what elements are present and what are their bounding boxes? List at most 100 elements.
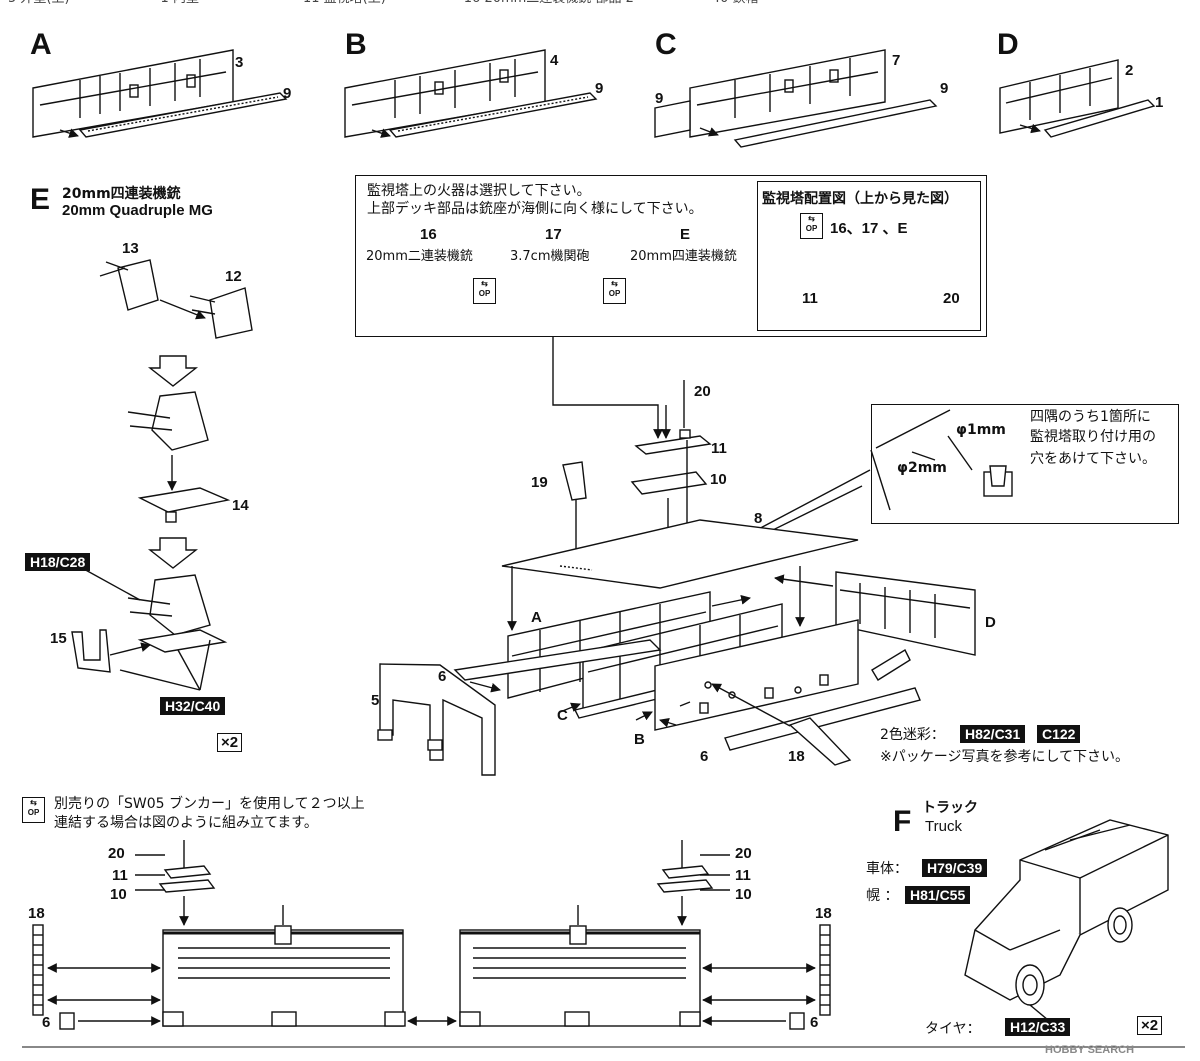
step-f-title-en: Truck	[925, 818, 962, 835]
step-e-title-en: 20mm Quadruple MG	[62, 202, 213, 219]
layout-label-11: 11	[802, 290, 818, 307]
step-a-label: A	[30, 28, 52, 61]
color-tag: H32/C40	[160, 697, 226, 715]
assembly-step-ref: B	[634, 731, 645, 748]
step-f-title-jp: トラック	[922, 800, 978, 816]
assembly-step-ref: C	[557, 707, 568, 724]
part-number: 9	[655, 90, 664, 107]
part-number: 9	[595, 80, 604, 97]
wall-b-drawing	[344, 49, 598, 138]
part-number: 18	[28, 905, 45, 922]
step-b-label: B	[345, 28, 367, 61]
part-number: 3	[235, 54, 244, 71]
bunker-link-note-line1: 別売りの「SW05 ブンカー」を使用して２つ以上	[54, 796, 365, 812]
step-d-label: D	[997, 28, 1019, 61]
op-icon-label: OP	[478, 289, 491, 298]
part-number: 9	[940, 80, 949, 97]
drill-size-2mm: φ2mm	[897, 460, 947, 476]
weapon-option-name: 20mm四連装機銃	[630, 249, 737, 264]
color-tag: H81/C55	[905, 886, 971, 904]
drill-note-line2: 監視塔取り付け用の	[1030, 429, 1156, 445]
part-number: 6	[700, 748, 709, 765]
part-number: 6	[810, 1014, 819, 1031]
op-icon: ⇆OP	[603, 278, 626, 304]
op-icon-glyph: ⇆	[481, 279, 488, 288]
part-number: 11	[735, 867, 751, 884]
drill-detail-box	[871, 404, 1179, 524]
linked-bunker-drawing	[22, 840, 1185, 1048]
drill-note-line3: 穴をあけて下さい。	[1030, 451, 1156, 467]
assembly-step-ref: A	[531, 609, 542, 626]
part-number: 18	[788, 748, 805, 765]
part-number: 20	[694, 383, 711, 400]
step-e-label: E	[30, 183, 51, 216]
part-number: 2	[1125, 62, 1134, 79]
weapon-option-number: 17	[545, 226, 562, 243]
op-icon-label: OP	[27, 808, 40, 817]
part-number: 11	[711, 440, 727, 457]
part-number: 10	[735, 886, 752, 903]
tower-parts-drawing	[562, 380, 712, 569]
wall-d-drawing	[999, 59, 1156, 138]
step-f-label: F	[893, 805, 912, 838]
tower-layout-box	[757, 181, 981, 331]
color-tag: H18/C28	[25, 553, 91, 571]
tower-layout-parts: 16、17 、E	[830, 220, 908, 237]
op-icon-glyph: ⇆	[30, 798, 37, 807]
color-tag: H79/C39	[922, 859, 988, 877]
quantity-badge: ×2	[217, 733, 243, 752]
part-number: 1	[1155, 94, 1164, 111]
part-number: 5	[371, 692, 380, 709]
part-number: 10	[710, 471, 727, 488]
part-number: 19	[531, 474, 548, 491]
part-number: 7	[892, 52, 901, 69]
truck-drawing	[964, 819, 1169, 1021]
watermark: HOBBY SEARCH	[1045, 1044, 1135, 1056]
op-icon: ⇆OP	[22, 797, 45, 823]
weapon-option-name: 20mm二連装機銃	[366, 249, 473, 264]
camo-label: 2色迷彩：	[880, 727, 945, 743]
weapon-option-name: 3.7cm機関砲	[510, 249, 590, 264]
op-icon-label: OP	[608, 289, 621, 298]
part-number: 4	[550, 52, 559, 69]
part-number: 15	[50, 630, 67, 647]
part-number: 6	[438, 668, 447, 685]
drill-note-line1: 四隅のうち1箇所に	[1030, 409, 1151, 425]
part-number: 20	[108, 845, 125, 862]
part-number: 8	[754, 510, 763, 527]
header-strip: 5 外壁(上) 1 内壁 11 監視塔(上) 16 20mm二連装機銃 部品 2…	[8, 0, 759, 8]
tower-layout-title: 監視塔配置図（上から見た図）	[762, 191, 958, 207]
part-number: 6	[42, 1014, 51, 1031]
quantity-badge: ×2	[1137, 1016, 1163, 1035]
wall-c-drawing	[654, 49, 938, 148]
drill-size-1mm: φ1mm	[956, 422, 1006, 438]
part-number: 9	[283, 85, 292, 102]
color-tag: C122	[1037, 725, 1081, 743]
part-number: 18	[815, 905, 832, 922]
op-icon-glyph: ⇆	[808, 214, 815, 223]
weapon-option-number: E	[680, 226, 691, 243]
bunker-assembly-drawing	[377, 566, 976, 776]
step-e-title-jp: 20mm四連装機銃	[62, 186, 181, 202]
step-c-label: C	[655, 28, 677, 61]
truck-body-label: 車体：	[866, 861, 908, 877]
color-tag: H82/C31	[960, 725, 1026, 743]
part-number: 13	[122, 240, 139, 257]
part-number: 11	[112, 867, 128, 884]
op-icon-label: OP	[805, 224, 818, 233]
part-number: 10	[110, 886, 127, 903]
layout-label-20: 20	[943, 290, 960, 307]
op-icon: ⇆OP	[800, 213, 823, 239]
op-icon: ⇆OP	[473, 278, 496, 304]
truck-hood-label: 幌 ：	[866, 888, 899, 904]
part-number: 12	[225, 268, 242, 285]
color-tag: H12/C33	[1005, 1018, 1071, 1036]
assembly-step-ref: D	[985, 614, 996, 631]
part-number: 14	[232, 497, 249, 514]
camo-note: ※パッケージ写真を参考にして下さい。	[880, 749, 1130, 765]
bunker-link-note-line2: 連結する場合は図のように組み立てます。	[54, 815, 318, 831]
truck-tire-label: タイヤ：	[925, 1021, 981, 1037]
op-icon-glyph: ⇆	[611, 279, 618, 288]
part-number: 20	[735, 845, 752, 862]
